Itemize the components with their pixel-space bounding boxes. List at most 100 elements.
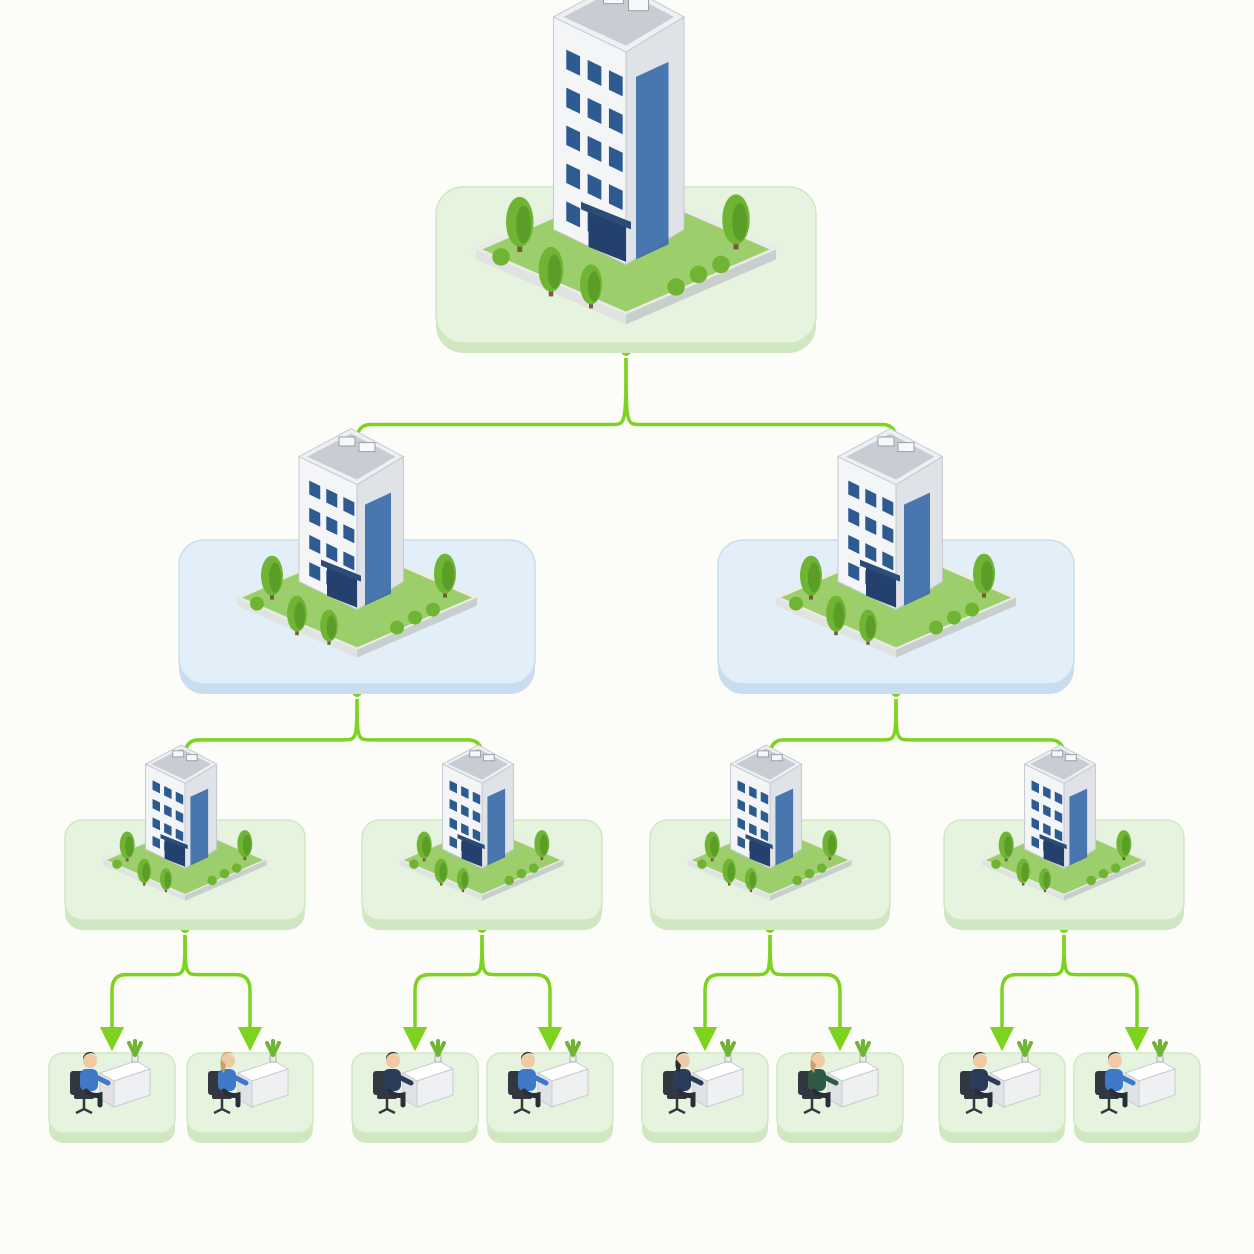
- bush-icon: [426, 602, 440, 617]
- chair-base: [378, 1099, 396, 1115]
- hvac-unit: [603, 0, 624, 5]
- plant-icon: [855, 1039, 871, 1057]
- window: [848, 534, 860, 554]
- tree-icon: [456, 868, 469, 893]
- tree-icon: [320, 609, 338, 645]
- branch-office-building: [64, 744, 306, 930]
- bush-icon: [1110, 863, 1121, 873]
- connector-arrow: [99, 927, 187, 1052]
- glass-facade: [365, 492, 391, 606]
- window: [865, 543, 877, 563]
- window: [152, 798, 160, 812]
- entrance-canopy: [321, 559, 361, 582]
- employee-workstation: [351, 1039, 479, 1143]
- window: [760, 828, 769, 842]
- window: [164, 804, 172, 818]
- connector-arrow: [768, 927, 853, 1052]
- plant-icon: [720, 1039, 736, 1057]
- person-arm: [983, 1074, 1001, 1086]
- tree-icon: [998, 831, 1014, 862]
- bush-icon: [207, 875, 217, 886]
- person-long-hair: [220, 1059, 226, 1073]
- window: [608, 108, 623, 135]
- tree-icon: [722, 858, 736, 886]
- window: [608, 184, 623, 211]
- window: [608, 70, 623, 97]
- window: [1054, 810, 1063, 824]
- window: [472, 828, 481, 842]
- window: [309, 562, 321, 582]
- chair-base: [213, 1099, 231, 1115]
- person-body: [218, 1069, 236, 1091]
- window: [848, 562, 860, 582]
- tree-icon: [506, 196, 534, 252]
- window: [1031, 798, 1039, 812]
- hvac-unit: [1064, 754, 1077, 762]
- workstation-icon: [798, 1039, 880, 1115]
- entrance-canopy: [457, 834, 485, 850]
- hvac-unit: [897, 442, 915, 453]
- window: [449, 798, 457, 812]
- workstation-icon: [663, 1039, 745, 1115]
- window: [175, 828, 184, 842]
- tree-icon: [159, 868, 172, 893]
- window: [343, 551, 355, 571]
- connector: [99, 927, 187, 1052]
- person-legs: [521, 1088, 541, 1108]
- bush-icon: [667, 278, 685, 296]
- window: [848, 507, 860, 527]
- bush-icon: [112, 859, 122, 869]
- employee-workstation: [938, 1039, 1066, 1143]
- bush-icon: [689, 265, 708, 284]
- window: [587, 97, 602, 124]
- glass-facade: [636, 61, 669, 260]
- window: [882, 551, 894, 571]
- chair-base: [75, 1099, 93, 1115]
- window: [152, 780, 160, 794]
- glass-facade: [487, 788, 506, 866]
- bush-icon: [789, 596, 803, 611]
- bush-icon: [947, 610, 961, 625]
- person-hair: [810, 1051, 825, 1060]
- tree-icon: [434, 553, 456, 598]
- workstation-icon: [373, 1039, 455, 1115]
- node-layer: [48, 0, 1201, 1143]
- connector: [989, 927, 1066, 1052]
- bush-icon: [390, 620, 404, 635]
- window: [449, 817, 457, 831]
- connector-arrow: [402, 927, 484, 1052]
- person-hair: [82, 1051, 97, 1060]
- person-long-hair: [675, 1059, 681, 1073]
- window: [737, 835, 745, 849]
- window: [1031, 780, 1039, 794]
- window: [326, 543, 338, 563]
- regional-office-building: [717, 428, 1075, 694]
- window: [326, 488, 338, 508]
- bush-icon: [1086, 875, 1096, 886]
- hvac-unit: [172, 750, 185, 758]
- workstation-icon: [960, 1039, 1042, 1115]
- branch-office-building: [943, 744, 1185, 930]
- tree-icon: [1038, 868, 1051, 893]
- window: [848, 480, 860, 500]
- window: [737, 798, 745, 812]
- bush-icon: [231, 863, 242, 873]
- person-hair: [220, 1051, 235, 1060]
- person-body: [1105, 1069, 1123, 1091]
- window: [566, 125, 581, 152]
- person-head: [83, 1054, 97, 1068]
- person-legs: [811, 1088, 831, 1108]
- person-body: [518, 1069, 536, 1091]
- entrance-door: [327, 567, 357, 608]
- tree-icon: [744, 868, 757, 893]
- window: [587, 173, 602, 200]
- person-long-hair: [810, 1059, 816, 1073]
- window: [449, 835, 457, 849]
- bush-icon: [250, 596, 264, 611]
- window: [587, 59, 602, 87]
- window: [461, 786, 469, 799]
- branch-office-building: [649, 744, 891, 930]
- hvac-unit: [770, 754, 783, 762]
- chair-base: [668, 1099, 686, 1115]
